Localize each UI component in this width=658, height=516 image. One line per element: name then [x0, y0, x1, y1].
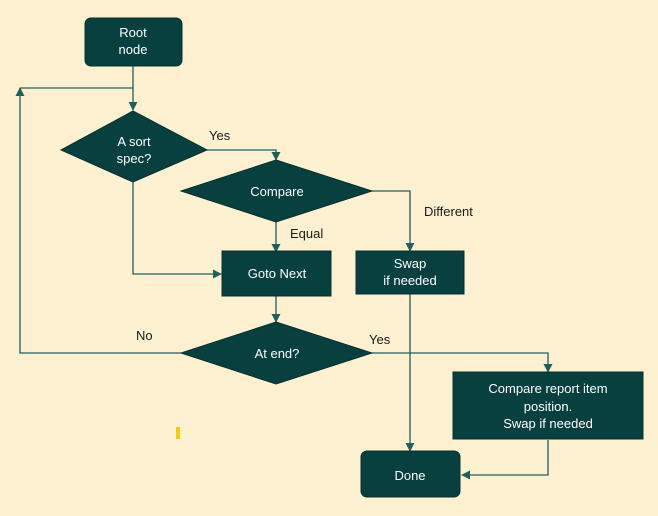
edge-atend-yes-to-compare-report: [372, 352, 553, 373]
edge-label-no: No: [136, 328, 153, 343]
node-root: Root node: [84, 17, 183, 67]
node-compare-report: Compare report item position. Swap if ne…: [452, 371, 644, 440]
compare-report-label-line3: Swap if needed: [503, 416, 593, 431]
edge-sortspec-yes-to-compare: [207, 149, 281, 161]
edge-label-different: Different: [424, 204, 473, 219]
compare-report-label-line1: Compare report item: [488, 381, 607, 396]
edge-atend-no-loop: [15, 87, 181, 354]
sort-spec-label-line2: spec?: [117, 151, 152, 166]
at-end-label: At end?: [255, 346, 300, 361]
decision-at-end: At end?: [179, 321, 374, 385]
decision-sort-spec: A sort spec?: [59, 110, 209, 183]
swap-label-line1: Swap: [394, 256, 427, 271]
decision-compare: Compare: [179, 159, 374, 223]
root-label-line1: Root: [119, 25, 147, 40]
root-label-line2: node: [119, 42, 148, 57]
node-goto-next: Goto Next: [221, 250, 332, 297]
edge-label-sort-yes: Yes: [209, 128, 231, 143]
edge-label-end-yes: Yes: [369, 332, 391, 347]
swap-label-line2: if needed: [383, 273, 437, 288]
edge-compare-report-to-done: [461, 440, 549, 480]
node-done: Done: [360, 450, 461, 498]
edge-compare-different-to-swap: [372, 190, 415, 252]
connectors: [15, 66, 553, 480]
edge-sortspec-no-to-goto: [132, 182, 222, 279]
cursor-marker: [176, 427, 180, 439]
compare-report-label-line2: position.: [524, 399, 572, 414]
compare-label: Compare: [250, 184, 303, 199]
done-label: Done: [394, 468, 425, 483]
sort-spec-label-line1: A sort: [117, 134, 151, 149]
goto-next-label: Goto Next: [248, 266, 307, 281]
edge-label-equal: Equal: [290, 226, 323, 241]
node-swap: Swap if needed: [355, 250, 465, 295]
